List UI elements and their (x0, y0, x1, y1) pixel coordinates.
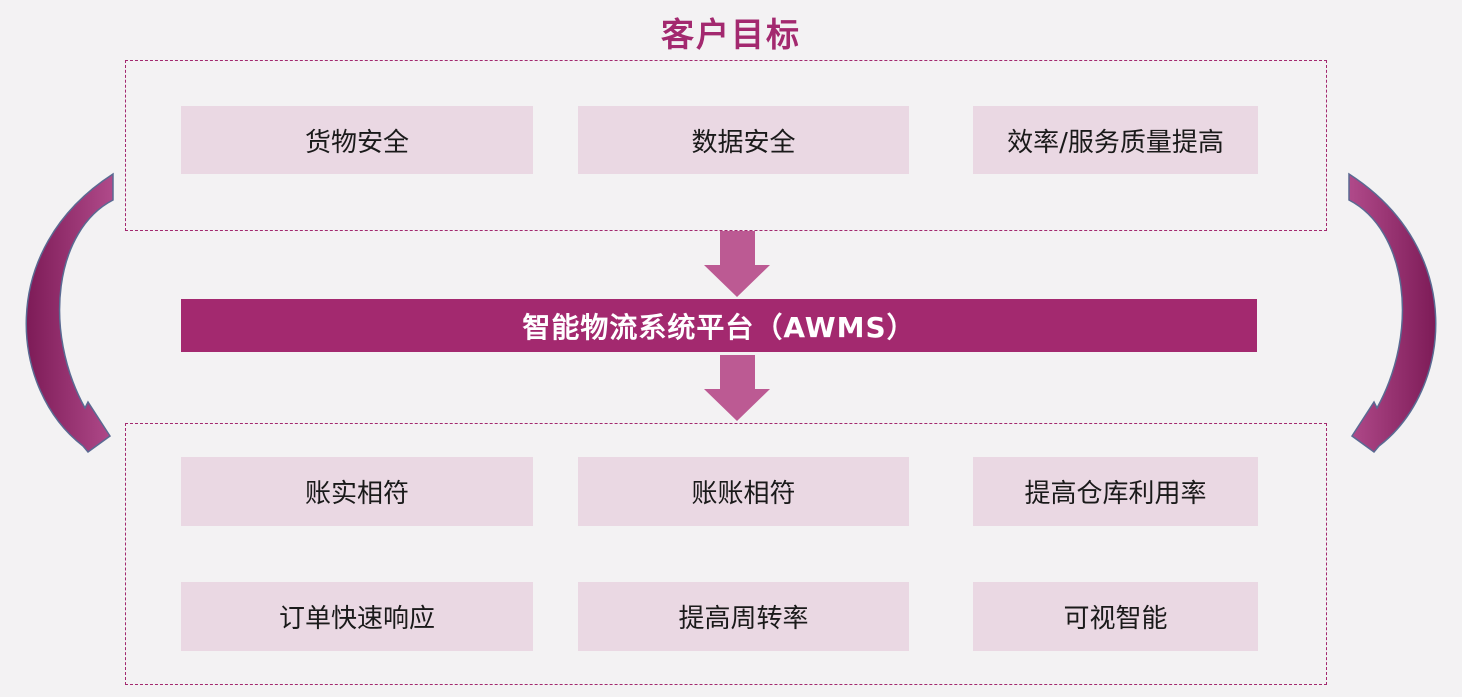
right-curved-arrow-icon (1348, 172, 1437, 454)
benefits-box (125, 423, 1327, 685)
benefit-inventory-match: 账实相符 (181, 457, 533, 526)
down-arrow-icon (704, 231, 770, 297)
goal-efficiency-service: 效率/服务质量提高 (973, 106, 1258, 174)
benefit-account-match: 账账相符 (578, 457, 909, 526)
benefit-fast-order-response: 订单快速响应 (181, 582, 533, 651)
goal-cargo-security: 货物安全 (181, 106, 533, 174)
benefit-turnover-rate: 提高周转率 (578, 582, 909, 651)
goal-data-security: 数据安全 (578, 106, 909, 174)
platform-banner: 智能物流系统平台（AWMS） (181, 299, 1257, 352)
down-arrow-icon (704, 355, 770, 421)
customer-goals-box (125, 60, 1327, 231)
benefit-warehouse-utilization: 提高仓库利用率 (973, 457, 1258, 526)
left-curved-arrow-icon (25, 172, 114, 454)
diagram-title: 客户目标 (661, 15, 801, 54)
benefit-visual-intelligence: 可视智能 (973, 582, 1258, 651)
